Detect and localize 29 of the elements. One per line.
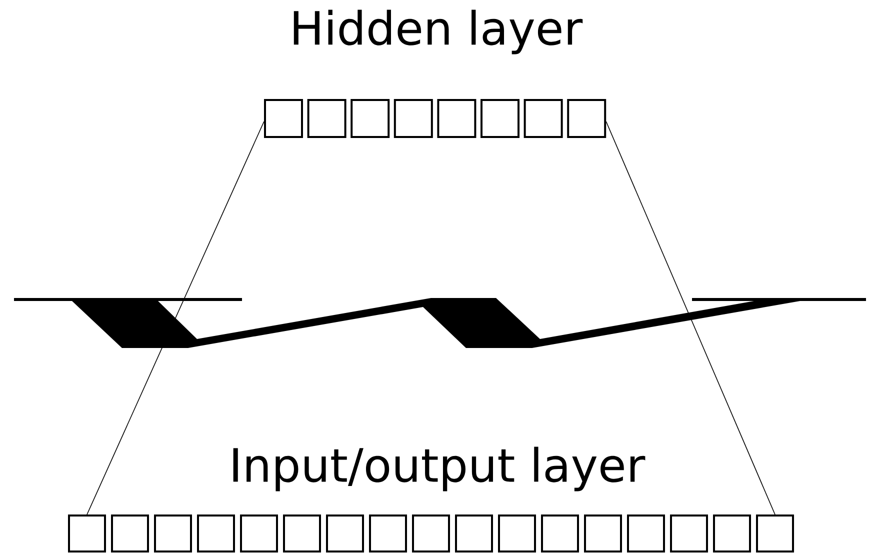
unit-box	[412, 514, 450, 552]
unit-box	[197, 514, 235, 552]
unit-box	[68, 514, 106, 552]
layer-label: Input/output layer	[233, 446, 646, 492]
unit-box	[154, 514, 192, 552]
unit-box	[369, 514, 407, 552]
unit-box	[670, 514, 708, 552]
unit-box	[498, 514, 536, 552]
unit-box	[480, 99, 520, 138]
connector-line	[606, 121, 776, 515]
layer-label: Hidden layer	[294, 10, 583, 54]
unit-box	[111, 514, 149, 552]
unit-box	[264, 99, 303, 138]
unit-box	[394, 99, 433, 138]
unit-box	[350, 99, 390, 138]
unit-box	[524, 99, 563, 138]
unit-box	[567, 99, 606, 138]
connector-line	[86, 121, 264, 515]
unit-box	[307, 99, 346, 138]
unit-box	[713, 514, 751, 552]
unit-box	[756, 514, 794, 552]
unit-box	[584, 514, 622, 552]
unit-box	[240, 514, 278, 552]
unit-box	[283, 514, 321, 552]
unit-box	[541, 514, 579, 552]
unit-box	[455, 514, 493, 552]
unit-box	[326, 514, 364, 552]
unit-box	[437, 99, 476, 138]
unit-box	[627, 514, 665, 552]
